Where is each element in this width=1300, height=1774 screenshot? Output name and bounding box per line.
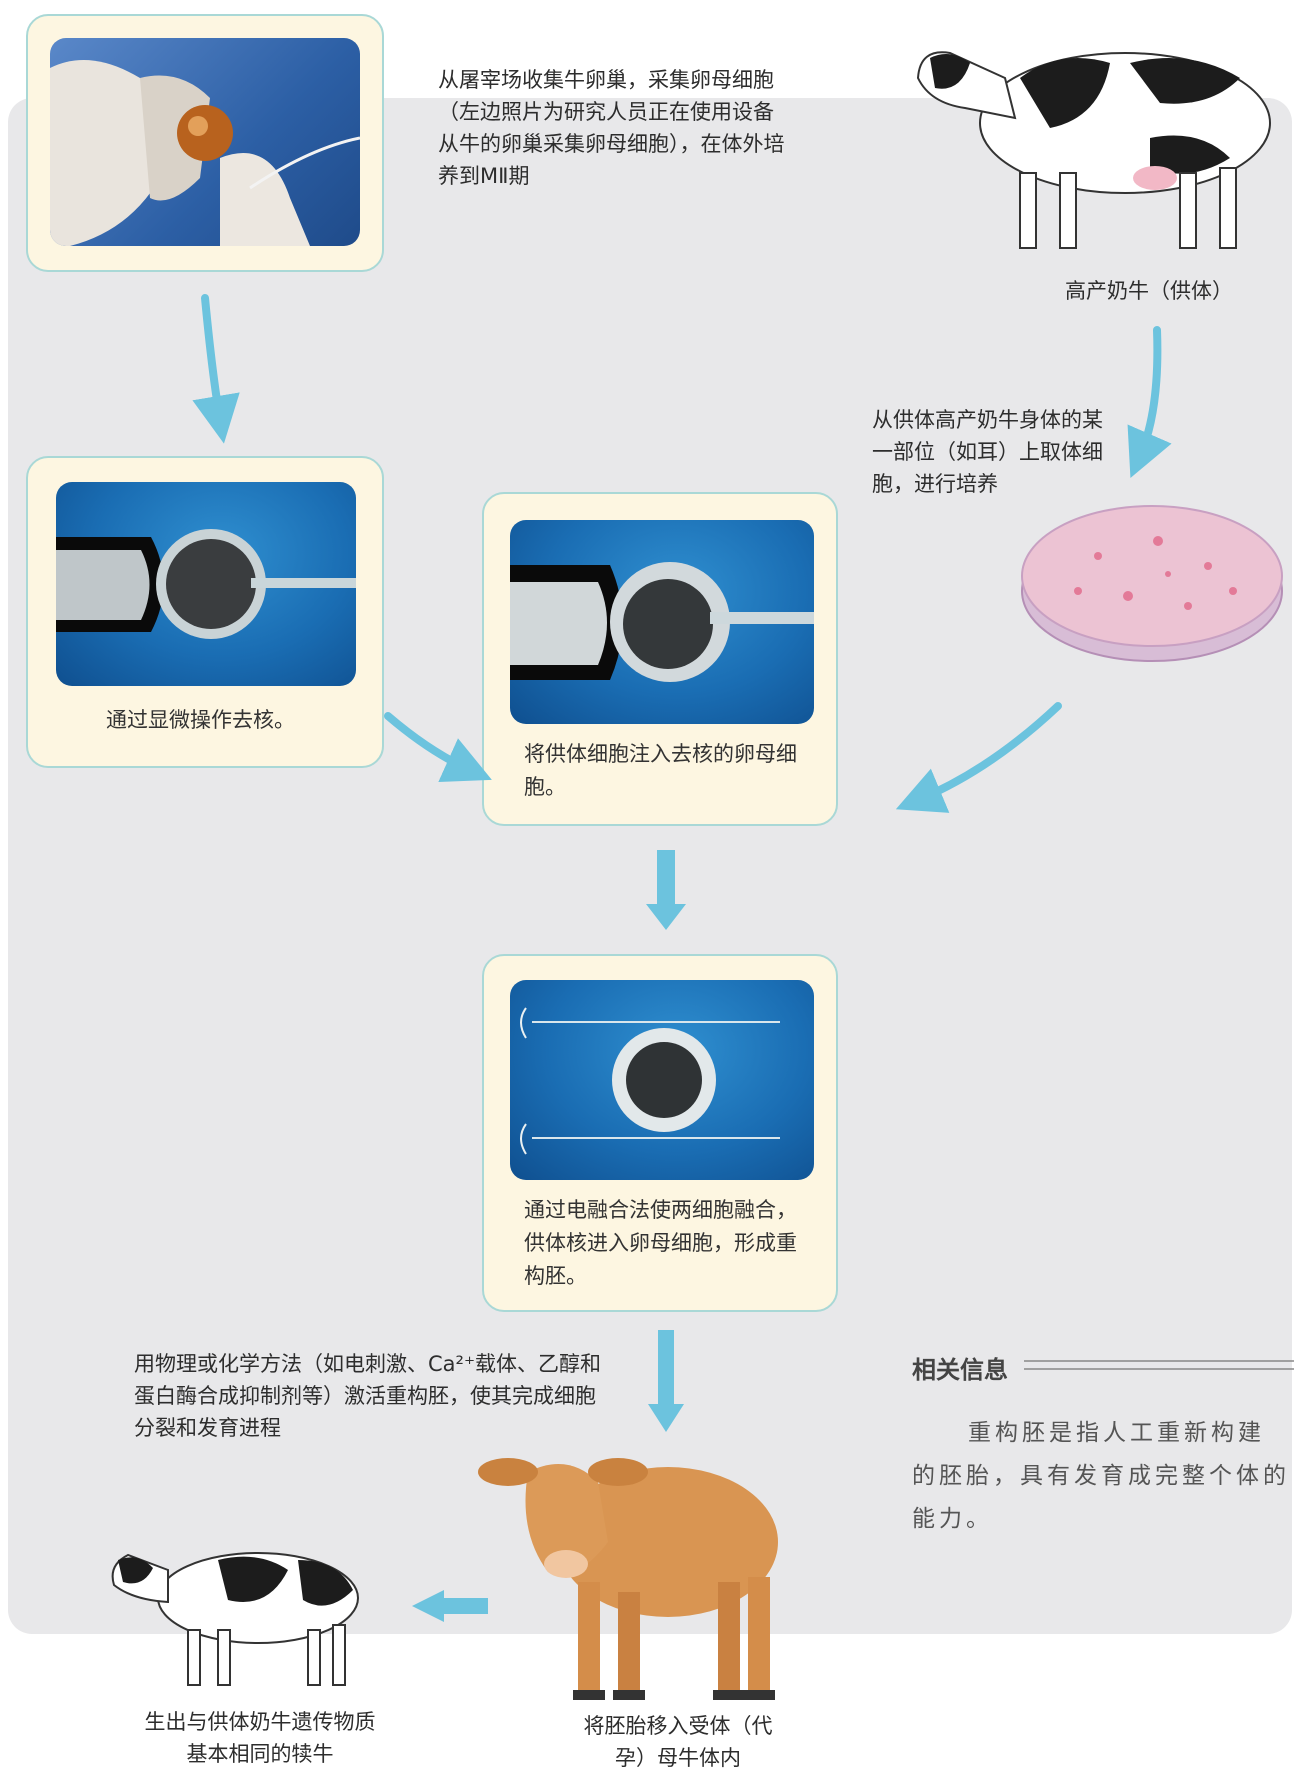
enucleation-photo bbox=[56, 482, 356, 686]
fusion-caption: 通过电融合法使两细胞融合，供体核进入卵母细胞，形成重构胚。 bbox=[524, 1198, 797, 1288]
oocyte-collection-card bbox=[26, 14, 384, 272]
info-body: 重构胚是指人工重新构建的胚胎，具有发育成完整个体的能力。 bbox=[912, 1420, 1290, 1532]
arrow-collect-to-enucleation bbox=[192, 294, 240, 444]
injection-caption: 将供体细胞注入去核的卵母细胞。 bbox=[524, 742, 797, 799]
oocyte-collection-photo bbox=[50, 38, 360, 246]
collect-oocytes-text: 从屠宰场收集牛卵巢，采集卵母细胞（左边照片为研究人员正在使用设备从牛的卵巢采集卵… bbox=[438, 68, 785, 188]
injection-card: 将供体细胞注入去核的卵母细胞。 bbox=[482, 492, 838, 826]
activation-text: 用物理或化学方法（如电刺激、Ca²⁺载体、乙醇和蛋白酶合成抑制剂等）激活重构胚，… bbox=[134, 1352, 602, 1440]
arrow-culture-to-injection bbox=[895, 702, 1062, 813]
info-title-rule bbox=[1024, 1360, 1294, 1370]
injection-photo bbox=[510, 520, 814, 724]
calf-illustration bbox=[111, 1552, 359, 1686]
arrow-surrogate-to-calf bbox=[412, 1590, 488, 1622]
info-title: 相关信息 bbox=[912, 1356, 1008, 1384]
arrow-donor-to-culture bbox=[1127, 326, 1172, 479]
enucleation-caption: 通过显微操作去核。 bbox=[106, 708, 295, 732]
culture-dish-illustration bbox=[1021, 505, 1283, 662]
culture-cells-text: 从供体高产奶牛身体的某一部位（如耳）上取体细胞，进行培养 bbox=[872, 408, 1103, 496]
arrow-fusion-to-surrogate bbox=[648, 1330, 684, 1432]
arrow-injection-to-fusion bbox=[646, 850, 686, 930]
diagram-background bbox=[8, 98, 1292, 1634]
enucleation-card: 通过显微操作去核。 bbox=[26, 456, 384, 768]
surrogate-cow-illustration bbox=[478, 1458, 778, 1700]
donor-cow-illustration bbox=[916, 51, 1271, 249]
arrow-enucleation-to-injection bbox=[384, 712, 492, 783]
transfer-label: 将胚胎移入受体（代孕）母牛体内 bbox=[583, 1714, 773, 1770]
offspring-label: 生出与供体奶牛遗传物质基本相同的犊牛 bbox=[144, 1710, 376, 1766]
donor-cow-label: 高产奶牛（供体） bbox=[1065, 279, 1233, 303]
fusion-photo bbox=[510, 980, 814, 1180]
fusion-card: 通过电融合法使两细胞融合，供体核进入卵母细胞，形成重构胚。 bbox=[482, 954, 838, 1312]
